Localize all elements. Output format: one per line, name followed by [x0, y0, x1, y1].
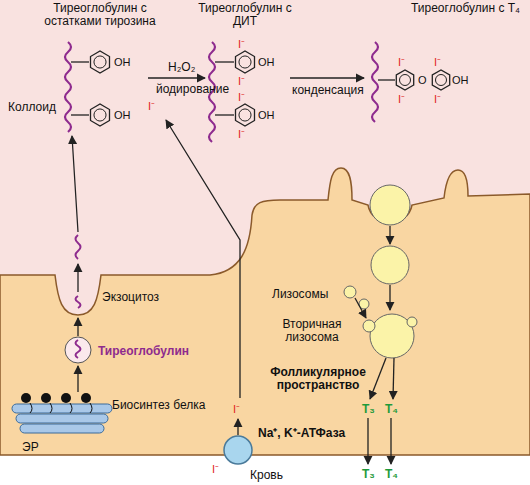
label: I⁻	[398, 92, 405, 106]
label: T₄	[385, 402, 398, 416]
bond	[378, 79, 395, 80]
label: OH	[258, 55, 275, 69]
label: I⁻	[238, 37, 245, 51]
aromatic-circle	[94, 56, 106, 68]
benzene-ring	[432, 70, 449, 90]
label: I⁻	[434, 92, 441, 106]
label: H₂O₂	[168, 60, 195, 74]
bond	[71, 61, 89, 62]
secretion-arrows	[72, 136, 78, 392]
iodination-arrow	[148, 77, 205, 78]
benzene-ring	[396, 70, 413, 90]
label: Тиреоглобулин	[98, 344, 189, 358]
bond	[215, 61, 234, 62]
label: T₃	[362, 467, 375, 481]
colloid-region	[0, 0, 530, 455]
secretory-vesicle	[65, 337, 91, 363]
label: OH	[114, 108, 131, 122]
label: I⁻	[233, 402, 240, 416]
label: ЭР	[22, 440, 39, 454]
label: OH	[114, 55, 131, 69]
protein-chain	[372, 42, 378, 122]
label: OH	[452, 73, 469, 87]
label: T₃	[362, 402, 375, 416]
label: Фолликулярное пространство	[258, 366, 378, 392]
label: I⁻	[238, 90, 245, 104]
aromatic-circle	[239, 56, 251, 68]
endoplasmic-reticulum	[12, 393, 112, 433]
label: Тиреоглобулин с ДИТ	[195, 2, 295, 28]
label: O	[418, 73, 427, 87]
aromatic-circle	[400, 75, 411, 86]
label: T₄	[385, 467, 398, 481]
label: OH	[258, 108, 275, 122]
label: конденсация	[292, 83, 364, 97]
label: Лизосомы	[272, 287, 328, 301]
label: Кровь	[250, 468, 283, 482]
label: Тиреоглобулин с остатками тирозина	[35, 2, 165, 28]
label: Экзоцитоз	[102, 290, 159, 304]
label: I⁻	[238, 127, 245, 141]
label: I⁻	[238, 74, 245, 88]
label: Вторичная лизосома	[262, 318, 362, 344]
aromatic-circle	[436, 75, 447, 86]
label: Тиреоглобулин с T₄	[408, 2, 523, 15]
condensation-arrow	[290, 77, 364, 78]
lysosome-pathway	[344, 185, 417, 464]
aromatic-circle	[94, 109, 106, 121]
bond	[71, 114, 89, 115]
label: I⁻	[212, 462, 219, 476]
iodide-arrow	[237, 419, 238, 435]
label: I⁻	[148, 99, 155, 113]
protein-chain	[65, 42, 71, 132]
benzene-ring	[91, 51, 110, 73]
label: I⁻	[398, 55, 405, 69]
benzene-ring	[236, 51, 255, 73]
atpase-pump	[224, 436, 252, 464]
bond	[215, 114, 234, 115]
follicular-cell	[0, 168, 530, 455]
benzene-ring	[91, 104, 110, 126]
label: Биосинтез белка	[112, 398, 205, 412]
aromatic-circle	[239, 109, 251, 121]
benzene-ring	[236, 104, 255, 126]
molecule-structures	[65, 42, 450, 142]
label: I⁻	[434, 55, 441, 69]
label: Коллоид	[8, 100, 56, 114]
label: йодирование	[156, 82, 229, 96]
label: Na⁺, K⁺-АТФаза	[258, 426, 345, 440]
